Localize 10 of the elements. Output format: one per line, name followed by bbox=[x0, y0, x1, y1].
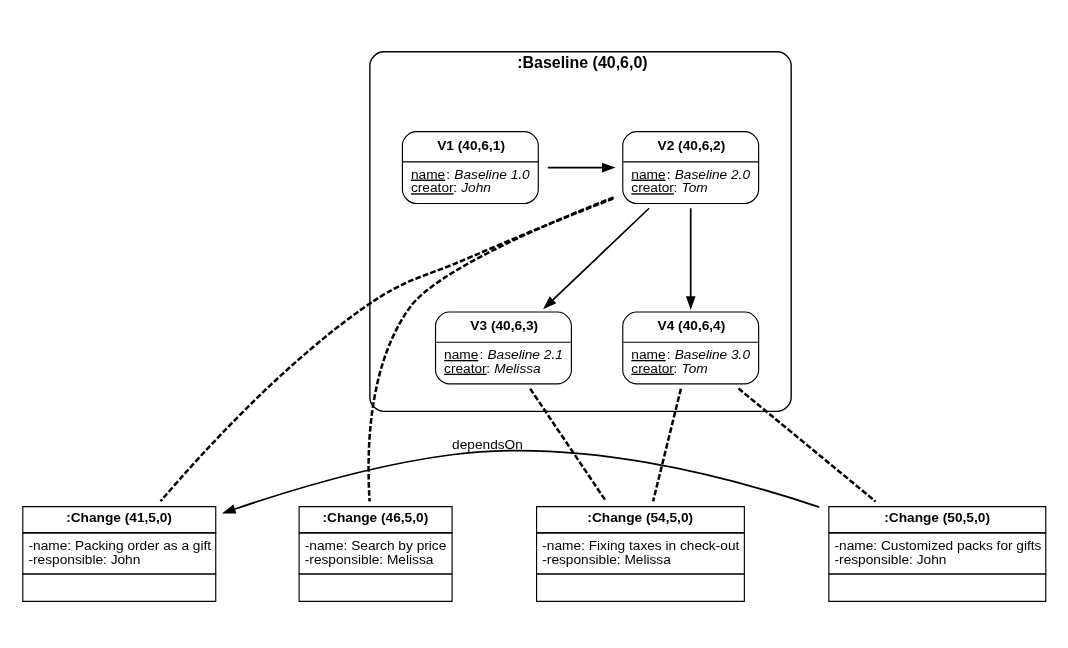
connector bbox=[367, 196, 615, 502]
connector bbox=[651, 388, 683, 502]
arrow bbox=[543, 207, 650, 310]
edge-label: dependsOn bbox=[452, 436, 523, 452]
connector bbox=[737, 387, 877, 503]
connector bbox=[529, 388, 608, 502]
connector bbox=[159, 197, 614, 503]
arrow bbox=[685, 207, 696, 310]
arrow bbox=[221, 449, 821, 514]
arrow bbox=[546, 162, 616, 173]
